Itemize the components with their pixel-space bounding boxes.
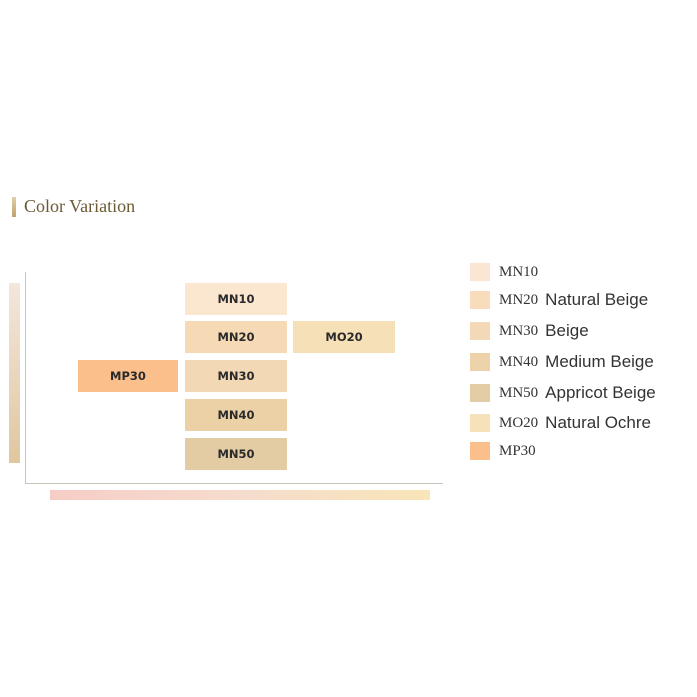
legend-name: Beige (545, 321, 589, 340)
legend-name: Appricot Beige (545, 383, 656, 402)
legend-item-mn10: MN10 (470, 262, 545, 282)
swatch-mn40: MN40 (185, 399, 287, 431)
legend-chip (470, 353, 490, 371)
title-accent-bar (12, 197, 16, 217)
legend-code: MN30 (499, 322, 539, 339)
legend-code: MP30 (499, 442, 536, 459)
legend-code: MN20 (499, 291, 539, 308)
legend-code: MN10 (499, 263, 539, 280)
legend-chip (470, 263, 490, 281)
legend-item-mo20: MO20 Natural Ochre (470, 413, 651, 433)
legend-item-mn30: MN30 Beige (470, 321, 589, 341)
legend-item-mn40: MN40 Medium Beige (470, 352, 654, 372)
horizontal-gradient-scale (50, 490, 430, 500)
legend-code: MN50 (499, 384, 539, 401)
legend-chip (470, 414, 490, 432)
swatch-mn10: MN10 (185, 283, 287, 315)
legend-chip (470, 442, 490, 460)
legend-name: Medium Beige (545, 352, 654, 371)
swatch-mp30: MP30 (78, 360, 178, 392)
swatch-mn50: MN50 (185, 438, 287, 470)
legend-chip (470, 291, 490, 309)
horizontal-axis (25, 483, 443, 484)
vertical-gradient-scale (9, 283, 20, 463)
swatch-mn30: MN30 (185, 360, 287, 392)
swatch-mn20: MN20 (185, 321, 287, 353)
legend-code: MN40 (499, 353, 539, 370)
legend-item-mn50: MN50 Appricot Beige (470, 383, 656, 403)
legend-name: Natural Ochre (545, 413, 651, 432)
legend-item-mp30: MP30 (470, 441, 543, 461)
section-title: Color Variation (24, 196, 136, 216)
swatch-mo20: MO20 (293, 321, 395, 353)
legend-chip (470, 384, 490, 402)
legend-code: MO20 (499, 414, 539, 431)
legend-chip (470, 322, 490, 340)
legend-item-mn20: MN20 Natural Beige (470, 290, 648, 310)
legend-name: Natural Beige (545, 290, 649, 309)
vertical-axis (25, 272, 26, 483)
